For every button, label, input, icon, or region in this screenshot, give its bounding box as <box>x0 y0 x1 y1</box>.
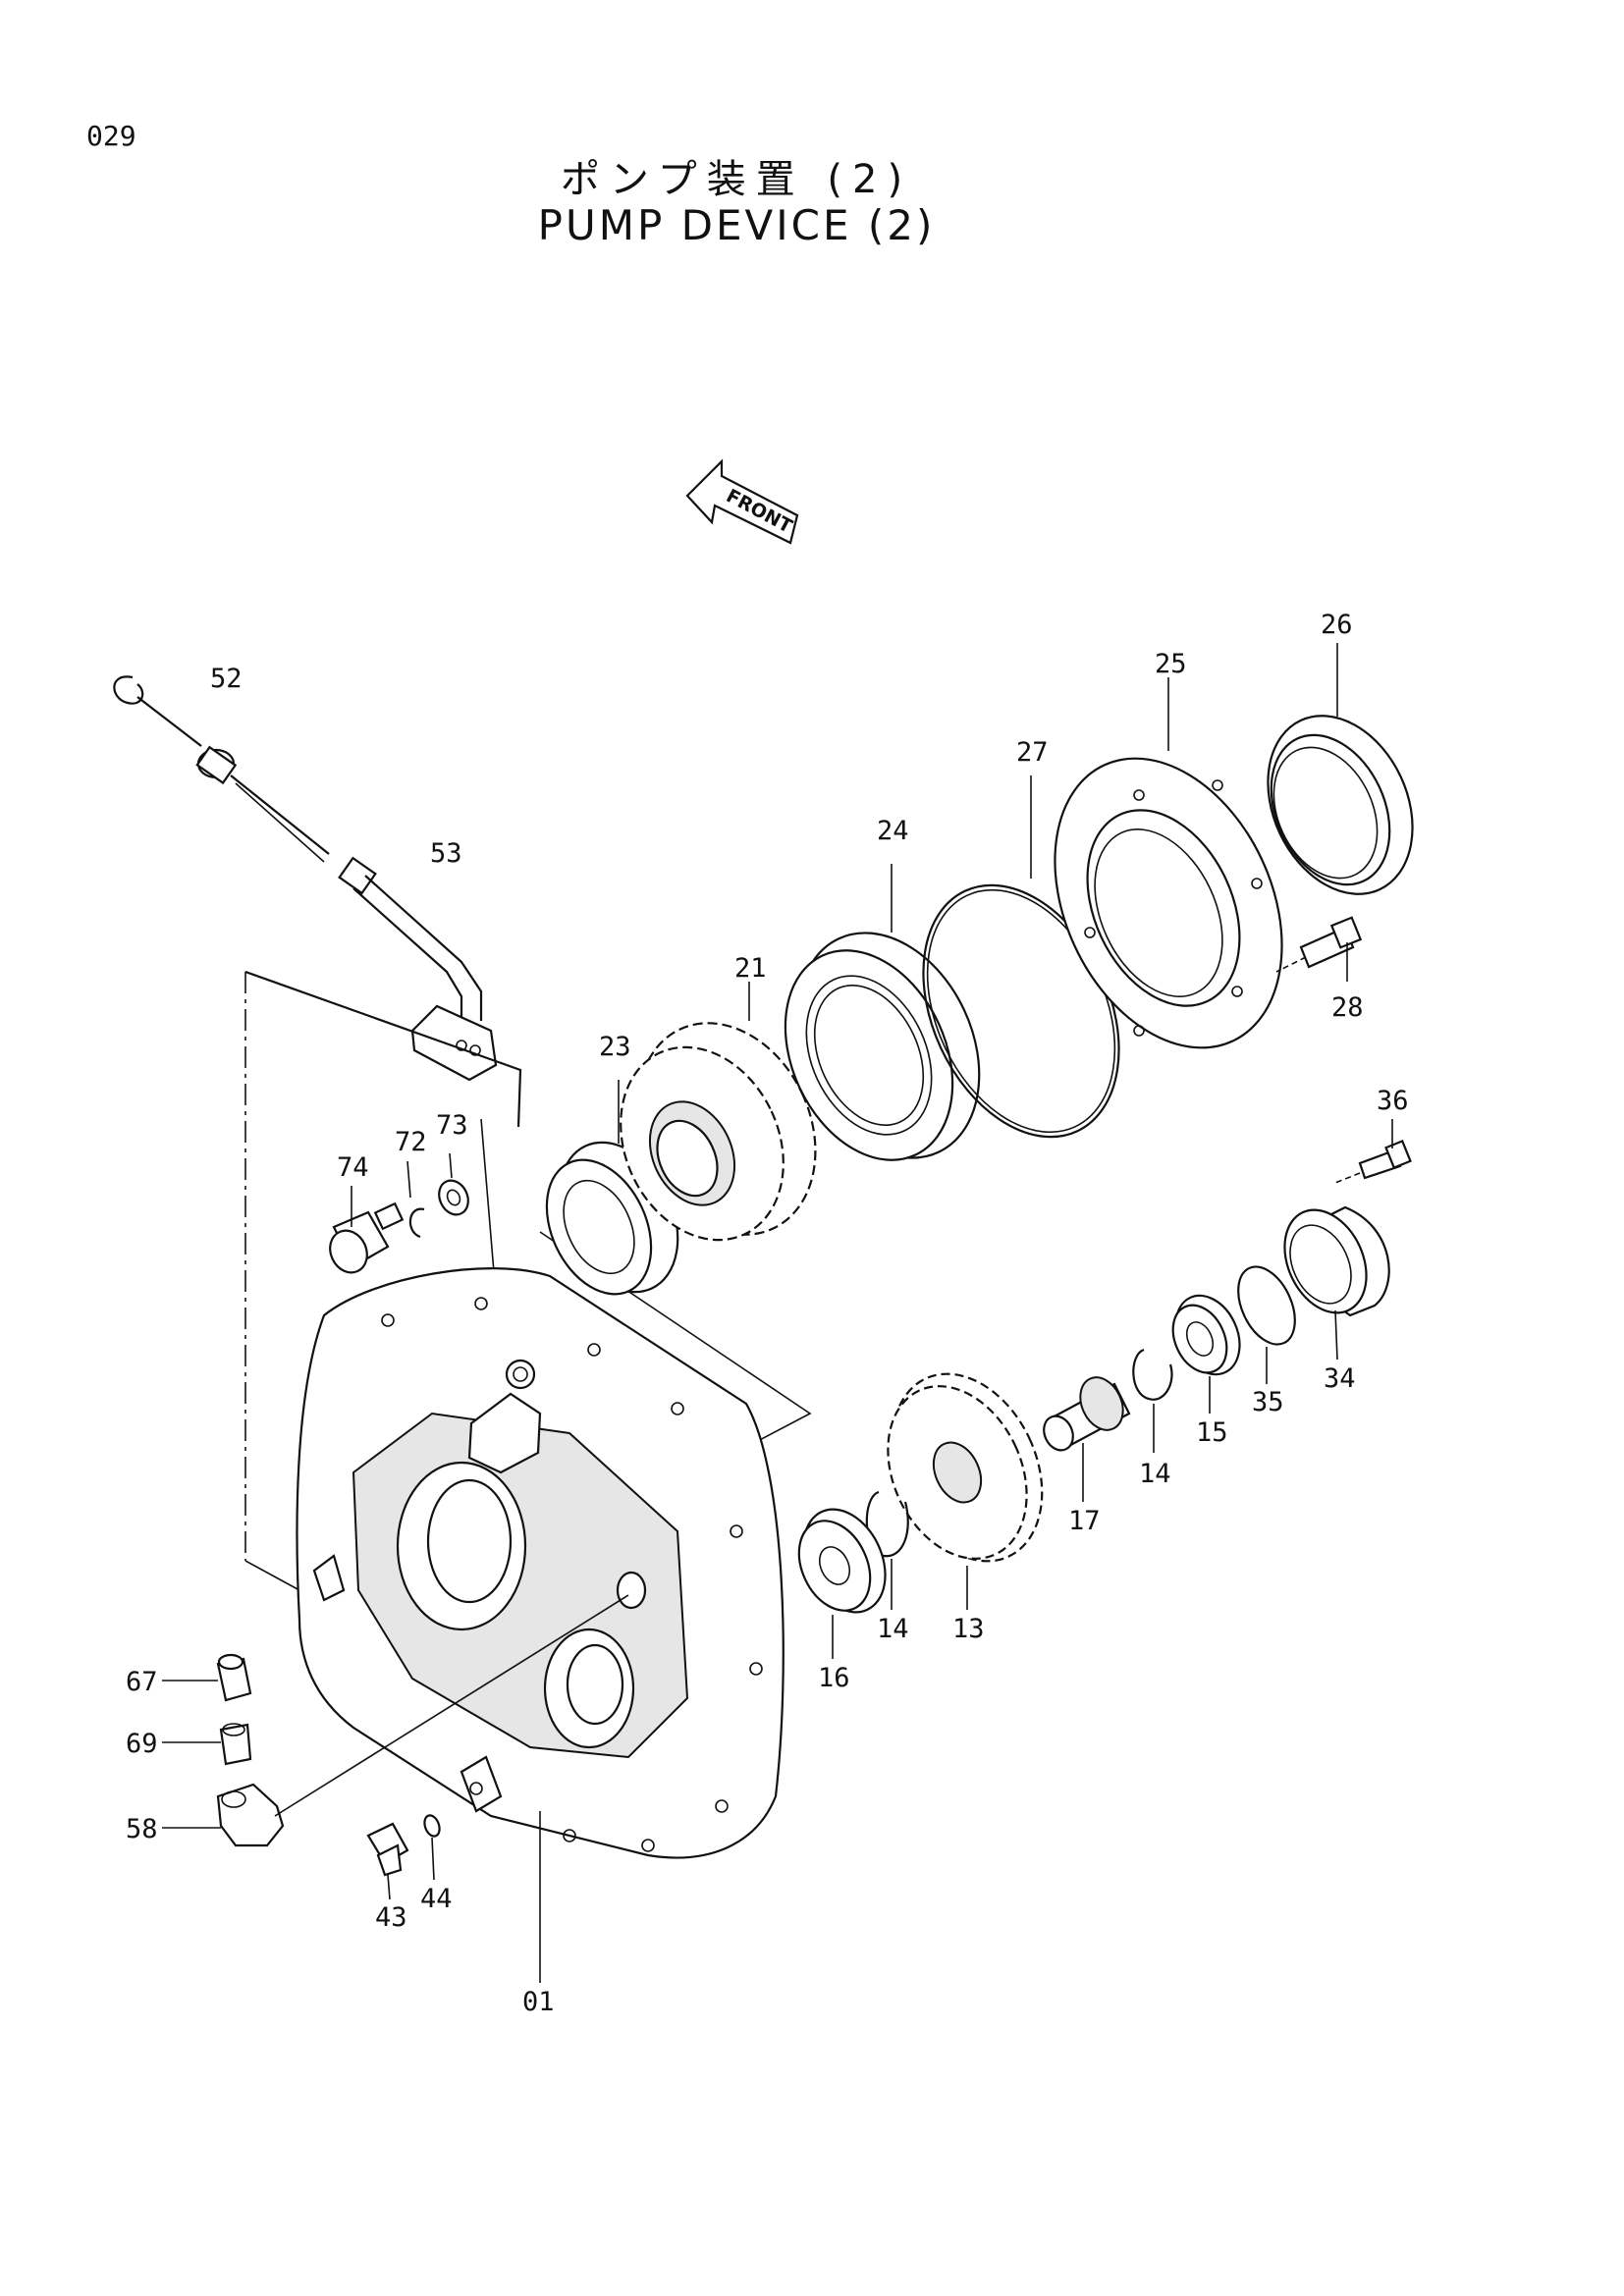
callout-25: 25 <box>1155 649 1187 679</box>
snap-ring-part-14-upper <box>1132 1348 1173 1453</box>
callout-44: 44 <box>420 1884 453 1914</box>
seal-housing-part-34 <box>1283 1205 1390 1361</box>
callout-27: 27 <box>1016 737 1049 768</box>
callout-14-lower: 14 <box>877 1614 909 1644</box>
gear-part-21 <box>620 982 817 1242</box>
callout-17: 17 <box>1068 1506 1101 1536</box>
callout-67: 67 <box>126 1667 158 1697</box>
front-arrow: FRONT <box>685 458 799 545</box>
callout-24: 24 <box>877 816 909 846</box>
callout-13: 13 <box>952 1614 985 1644</box>
plug-part-74 <box>329 1186 405 1274</box>
callout-28: 28 <box>1331 992 1364 1023</box>
callout-58: 58 <box>126 1814 158 1844</box>
bolt-part-36 <box>1334 1119 1412 1184</box>
callout-14-upper: 14 <box>1139 1459 1171 1489</box>
callout-43: 43 <box>375 1902 407 1933</box>
callout-74: 74 <box>337 1152 369 1183</box>
pump-housing-part-01 <box>296 1267 785 1983</box>
oil-seal-part-26 <box>1267 643 1414 895</box>
bolt-part-28 <box>1275 916 1363 982</box>
snap-ring-part-72 <box>406 1160 425 1239</box>
breather-part-67 <box>162 1653 252 1702</box>
snap-ring-part-14-lower <box>865 1490 909 1610</box>
gauge-tube-part-53 <box>244 856 522 1128</box>
page-title-japanese: ポンプ装置 (2) <box>560 157 913 202</box>
callout-15: 15 <box>1196 1417 1228 1448</box>
bearing-part-16 <box>797 1508 887 1659</box>
callout-36: 36 <box>1377 1086 1409 1116</box>
page-title-english: PUMP DEVICE (2) <box>537 201 936 249</box>
callout-26: 26 <box>1321 610 1353 640</box>
gear-part-13 <box>887 1372 1044 1610</box>
bearing-part-23 <box>545 1080 679 1296</box>
o-ring-part-35 <box>1237 1265 1296 1384</box>
bearing-part-24 <box>784 864 981 1161</box>
callout-73: 73 <box>436 1110 468 1141</box>
callout-72: 72 <box>395 1127 427 1157</box>
bearing-part-15 <box>1171 1294 1241 1414</box>
callout-69: 69 <box>126 1729 158 1759</box>
callout-01: 01 <box>522 1987 555 2017</box>
callout-23: 23 <box>599 1032 631 1062</box>
callout-52: 52 <box>210 664 243 694</box>
callout-16: 16 <box>818 1663 850 1693</box>
callout-35: 35 <box>1252 1387 1284 1417</box>
shaft-part-17 <box>1043 1376 1131 1502</box>
adapter-part-69 <box>162 1723 252 1766</box>
front-label: FRONT <box>723 485 795 538</box>
dipstick-part-52 <box>113 675 330 863</box>
washer-part-73 <box>438 1152 469 1216</box>
callout-34: 34 <box>1324 1363 1356 1394</box>
o-ring-part-44 <box>423 1814 441 1881</box>
elbow-part-58 <box>162 1594 629 1847</box>
cover-flange-part-25 <box>1054 677 1283 1049</box>
page-number: 029 <box>86 120 136 152</box>
callout-53: 53 <box>430 838 462 869</box>
plug-part-43 <box>366 1822 409 1900</box>
callout-21: 21 <box>734 953 767 984</box>
